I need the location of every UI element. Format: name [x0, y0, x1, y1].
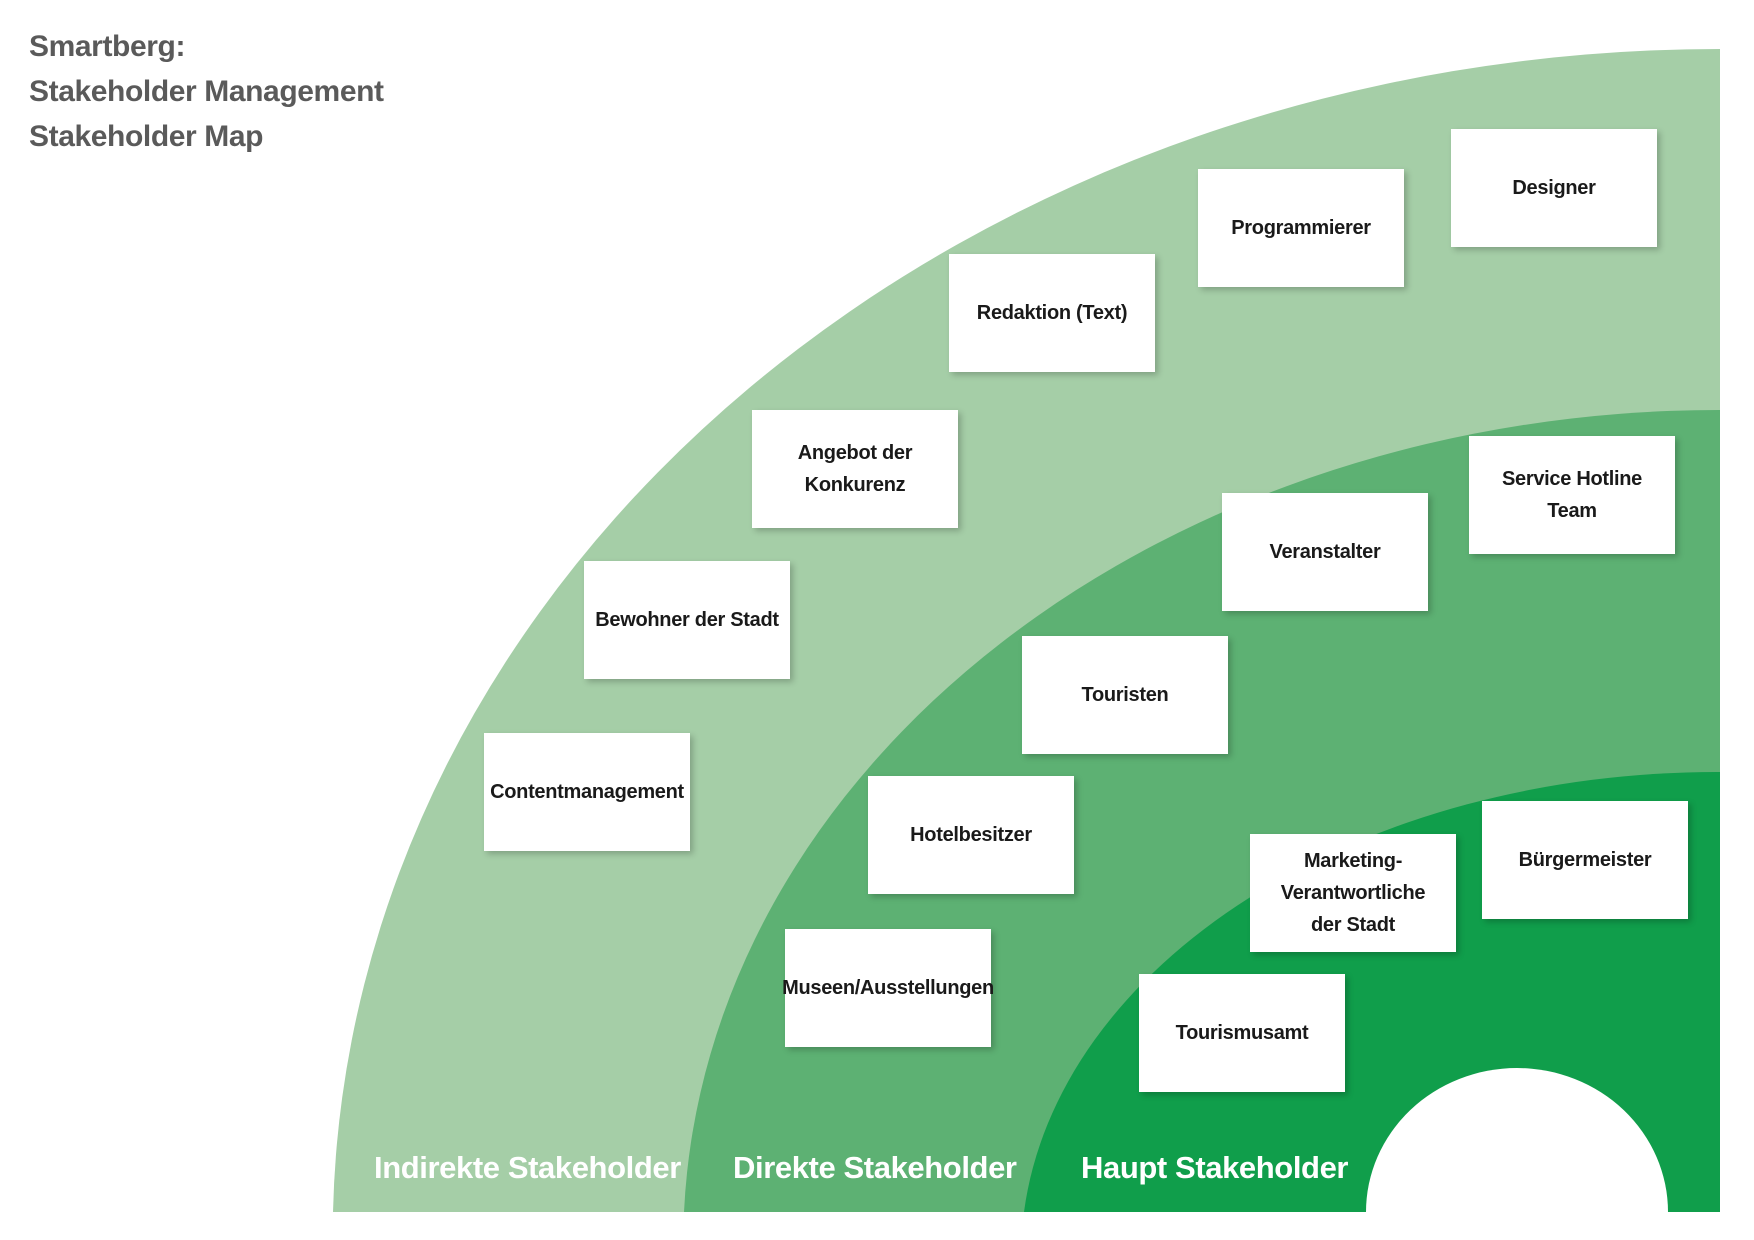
card-service-hotline[interactable]: Service Hotline Team: [1469, 436, 1675, 554]
card-buergermeister[interactable]: Bürgermeister: [1482, 801, 1688, 919]
card-marketing[interactable]: Marketing- Verantwortliche der Stadt: [1250, 834, 1456, 952]
card-redaktion[interactable]: Redaktion (Text): [949, 254, 1155, 372]
card-programmierer[interactable]: Programmierer: [1198, 169, 1404, 287]
label-indirekte-stakeholder: Indirekte Stakeholder: [374, 1150, 681, 1185]
card-hotelbesitzer[interactable]: Hotelbesitzer: [868, 776, 1074, 894]
card-touristen[interactable]: Touristen: [1022, 636, 1228, 754]
card-angebot-konkurenz[interactable]: Angebot der Konkurenz: [752, 410, 958, 528]
card-bewohner[interactable]: Bewohner der Stadt: [584, 561, 790, 679]
title-line-subtitle: Stakeholder Map: [29, 120, 264, 153]
title-line-topic: Stakeholder Management: [29, 75, 384, 108]
label-direkte-stakeholder: Direkte Stakeholder: [733, 1150, 1017, 1185]
card-museen[interactable]: Museen/Ausstellungen: [782, 929, 994, 1047]
title-line-company: Smartberg:: [29, 30, 186, 63]
page-title: Smartberg: Stakeholder Management Stakeh…: [29, 24, 384, 159]
ring-center-hole: [1366, 1068, 1668, 1212]
card-contentmanagement[interactable]: Contentmanagement: [484, 733, 690, 851]
card-veranstalter[interactable]: Veranstalter: [1222, 493, 1428, 611]
card-tourismusamt[interactable]: Tourismusamt: [1139, 974, 1345, 1092]
card-designer[interactable]: Designer: [1451, 129, 1657, 247]
label-haupt-stakeholder: Haupt Stakeholder: [1081, 1150, 1349, 1185]
